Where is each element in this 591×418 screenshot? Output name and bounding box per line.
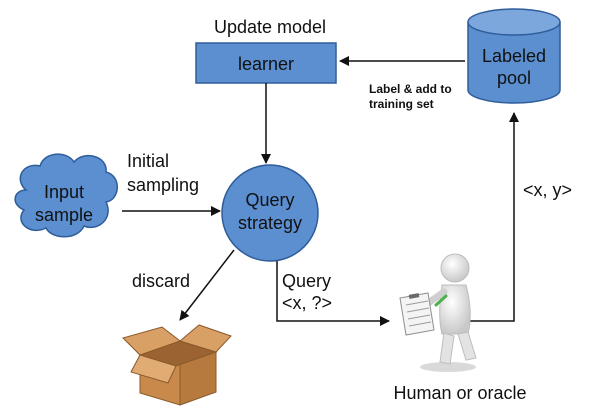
label-add-line2: training set [369, 97, 434, 111]
query-label-line2: <x, ?> [282, 293, 332, 313]
labeled-pool-cylinder [467, 8, 561, 104]
initial-sampling-line2: sampling [127, 175, 199, 195]
human-with-clipboard-icon [399, 253, 477, 372]
label-add-line1: Label & add to [369, 82, 452, 96]
learner-box [195, 42, 337, 84]
query-label-line1: Query [282, 271, 331, 291]
xy-label: <x, y> [523, 180, 572, 200]
update-model-title: Update model [214, 17, 326, 37]
pool-label-line2: pool [497, 68, 531, 88]
learner-label: learner [238, 54, 294, 74]
arrow-query-to-discard [179, 249, 235, 321]
input-label-line1: Input [44, 182, 84, 202]
arrow-query-to-oracle [276, 261, 390, 326]
query-strategy-circle [221, 164, 319, 262]
pool-label-line1: Labeled [482, 46, 546, 66]
query-strategy-line1: Query [245, 190, 294, 210]
initial-sampling-line1: Initial [127, 151, 169, 171]
query-strategy-line2: strategy [238, 213, 302, 233]
arrow-oracle-to-pool [465, 112, 519, 322]
cardboard-box-icon [122, 324, 232, 406]
input-sample-cloud [14, 153, 118, 238]
input-label-line2: sample [35, 205, 93, 225]
discard-label: discard [132, 271, 190, 291]
human-oracle-label: Human or oracle [393, 383, 526, 403]
